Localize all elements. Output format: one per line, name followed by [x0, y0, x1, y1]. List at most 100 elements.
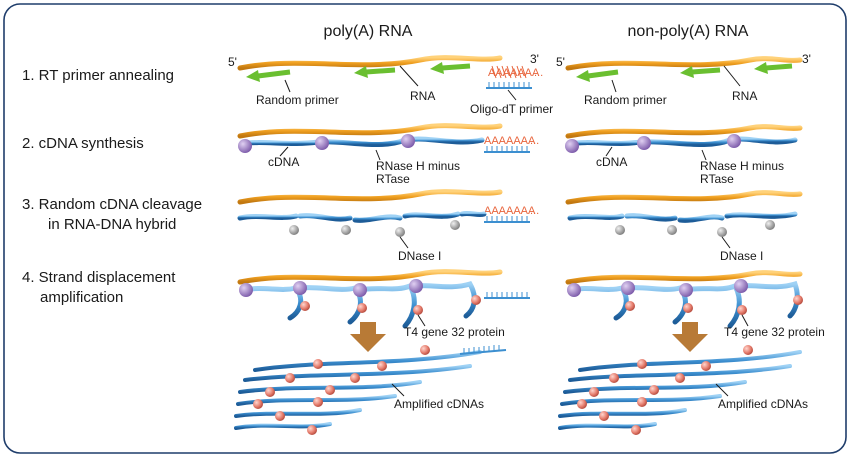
polya-cdna-1 [239, 139, 321, 147]
non-polya-t4-label: T4 gene 32 protein [724, 325, 825, 339]
diagram-frame [3, 3, 847, 454]
step-4-label-line2: amplification [40, 289, 123, 306]
non-polya-amplified-pointer [715, 383, 729, 397]
non-polya-random-primer-3 [765, 63, 793, 71]
non-polya-amp-protein-4 [609, 373, 619, 383]
polya-cleaved-cdna-2 [297, 213, 353, 222]
non-polya-amp-protein-11 [631, 425, 641, 435]
polya-dnase-label: DNase I [398, 249, 441, 263]
non-polya-five-prime-label: 5' [556, 55, 565, 69]
polya-column: 5' AAAAAAA ... 3' Random primer RNA Olig… [228, 52, 553, 435]
polya-three-prime-label: 3' [530, 52, 539, 66]
polya-amp-dt [459, 349, 507, 355]
non-polya-rna-strand-3 [565, 190, 803, 205]
polya-t4-1 [300, 301, 310, 311]
polya-amplified-pointer [391, 383, 405, 397]
polya-tail-marks [491, 65, 527, 79]
non-polya-rnase-label-1: RNase H minus [700, 159, 784, 173]
polya-amp-protein-2 [377, 361, 387, 371]
non-polya-rtase-2 [637, 136, 651, 150]
polya-amp-5 [234, 408, 362, 418]
polya-amp-protein-10 [275, 411, 285, 421]
polya-rna-strand-2 [237, 123, 503, 139]
polya-tail-dots-2: ... [530, 135, 539, 147]
polya-amp-protein-5 [350, 373, 360, 383]
polya-cdna-3 [402, 136, 485, 145]
column-header-polya: poly(A) RNA [324, 23, 413, 40]
polya-random-primer-pointer [284, 79, 291, 93]
polya-amplified-label: Amplified cDNAs [394, 397, 484, 411]
non-polya-dnase-3 [717, 227, 727, 237]
polya-dnase-4 [450, 220, 460, 230]
non-polya-rna-label: RNA [732, 89, 757, 103]
polya-five-prime-label: 5' [228, 55, 237, 69]
polya-dnase-2 [341, 225, 351, 235]
non-polya-amp-1 [578, 350, 802, 372]
non-polya-rtase-1 [565, 139, 579, 153]
polya-flow-arrow [350, 322, 386, 352]
non-polya-amp-protein-3 [743, 345, 753, 355]
non-polya-cdna-label: cDNA [596, 155, 627, 169]
non-polya-t4-2 [683, 303, 693, 313]
oligo-dt-pointer [507, 89, 517, 101]
non-polya-random-primer-pointer [611, 79, 617, 93]
non-polya-t4-1 [625, 301, 635, 311]
oligo-dt-teeth-2 [486, 146, 528, 152]
non-polya-amp-protein-8 [577, 399, 587, 409]
non-polya-amp-2 [568, 364, 792, 382]
non-polya-cleaved-cdna-1 [567, 213, 625, 221]
oligo-dt-teeth-3 [486, 216, 528, 222]
oligo-dt-teeth [488, 82, 530, 88]
polya-rnase-pointer [375, 149, 381, 161]
non-polya-cleaved-cdna-4 [724, 211, 798, 219]
polya-random-primer-3-head [430, 62, 444, 74]
polya-dnase-3 [395, 227, 405, 237]
non-polya-step4-rtase-4 [734, 279, 748, 293]
polya-step-2: AAAAAAA ... cDNA RNase H minus RTase [237, 123, 539, 186]
polya-tail-dots: ... [534, 67, 543, 79]
polya-random-primer-2 [365, 67, 396, 75]
non-polya-rna-strand-2 [565, 124, 803, 139]
polya-step4-rtase-3 [353, 283, 367, 297]
non-polya-cdna-pointer [605, 146, 613, 157]
oligo-dt-teeth-4 [486, 292, 528, 298]
polya-amp-protein-7 [325, 385, 335, 395]
polya-cleaved-cdna-1 [237, 213, 299, 221]
polya-amp-protein-6 [265, 387, 275, 397]
polya-random-primer-1 [257, 69, 291, 79]
polya-dnase-pointer [399, 236, 409, 249]
polya-random-primer-3 [441, 63, 471, 71]
non-polya-amp-protein-2 [701, 361, 711, 371]
polya-rtase-3 [401, 134, 415, 148]
step-2-label: 2. cDNA synthesis [22, 135, 144, 152]
polya-amplified-bundle [234, 345, 507, 435]
polya-rtase-2 [315, 136, 329, 150]
non-polya-amp-protein-1 [637, 359, 647, 369]
polya-tail-label-2: AAAAAAA [484, 135, 536, 147]
non-polya-rnase-label-2: RTase [700, 172, 734, 186]
polya-random-primer-2-head [354, 66, 368, 78]
non-polya-random-primer-2 [691, 67, 721, 75]
non-polya-step-1: 5' 3' Random primer RNA [556, 52, 811, 107]
polya-rtase-1 [238, 139, 252, 153]
step-3-label-line2: in RNA-DNA hybrid [48, 216, 176, 233]
non-polya-three-prime-label: 3' [802, 52, 811, 66]
non-polya-random-primer-3-head [754, 62, 768, 74]
non-polya-rna-strand [565, 56, 803, 71]
polya-rna-label: RNA [410, 89, 435, 103]
non-polya-column: 5' 3' Random primer RNA cDNA [556, 52, 825, 435]
step-1-label: 1. RT primer annealing [22, 67, 174, 84]
non-polya-step-3: DNase I [565, 190, 803, 263]
polya-rna-strand-4 [237, 269, 503, 285]
polya-amp-protein-9 [313, 397, 323, 407]
polya-t4-pointer [417, 314, 426, 327]
polya-cdna-label: cDNA [268, 155, 299, 169]
oligo-dt-label: Oligo-dT primer [470, 102, 553, 116]
polya-cleaved-cdna-3 [352, 214, 403, 223]
polya-t4-2 [357, 303, 367, 313]
polya-amp-1 [253, 350, 482, 372]
polya-step4-rtase-2 [293, 281, 307, 295]
polya-step4-rtase-1 [239, 283, 253, 297]
non-polya-random-primer-1-head [576, 70, 590, 82]
